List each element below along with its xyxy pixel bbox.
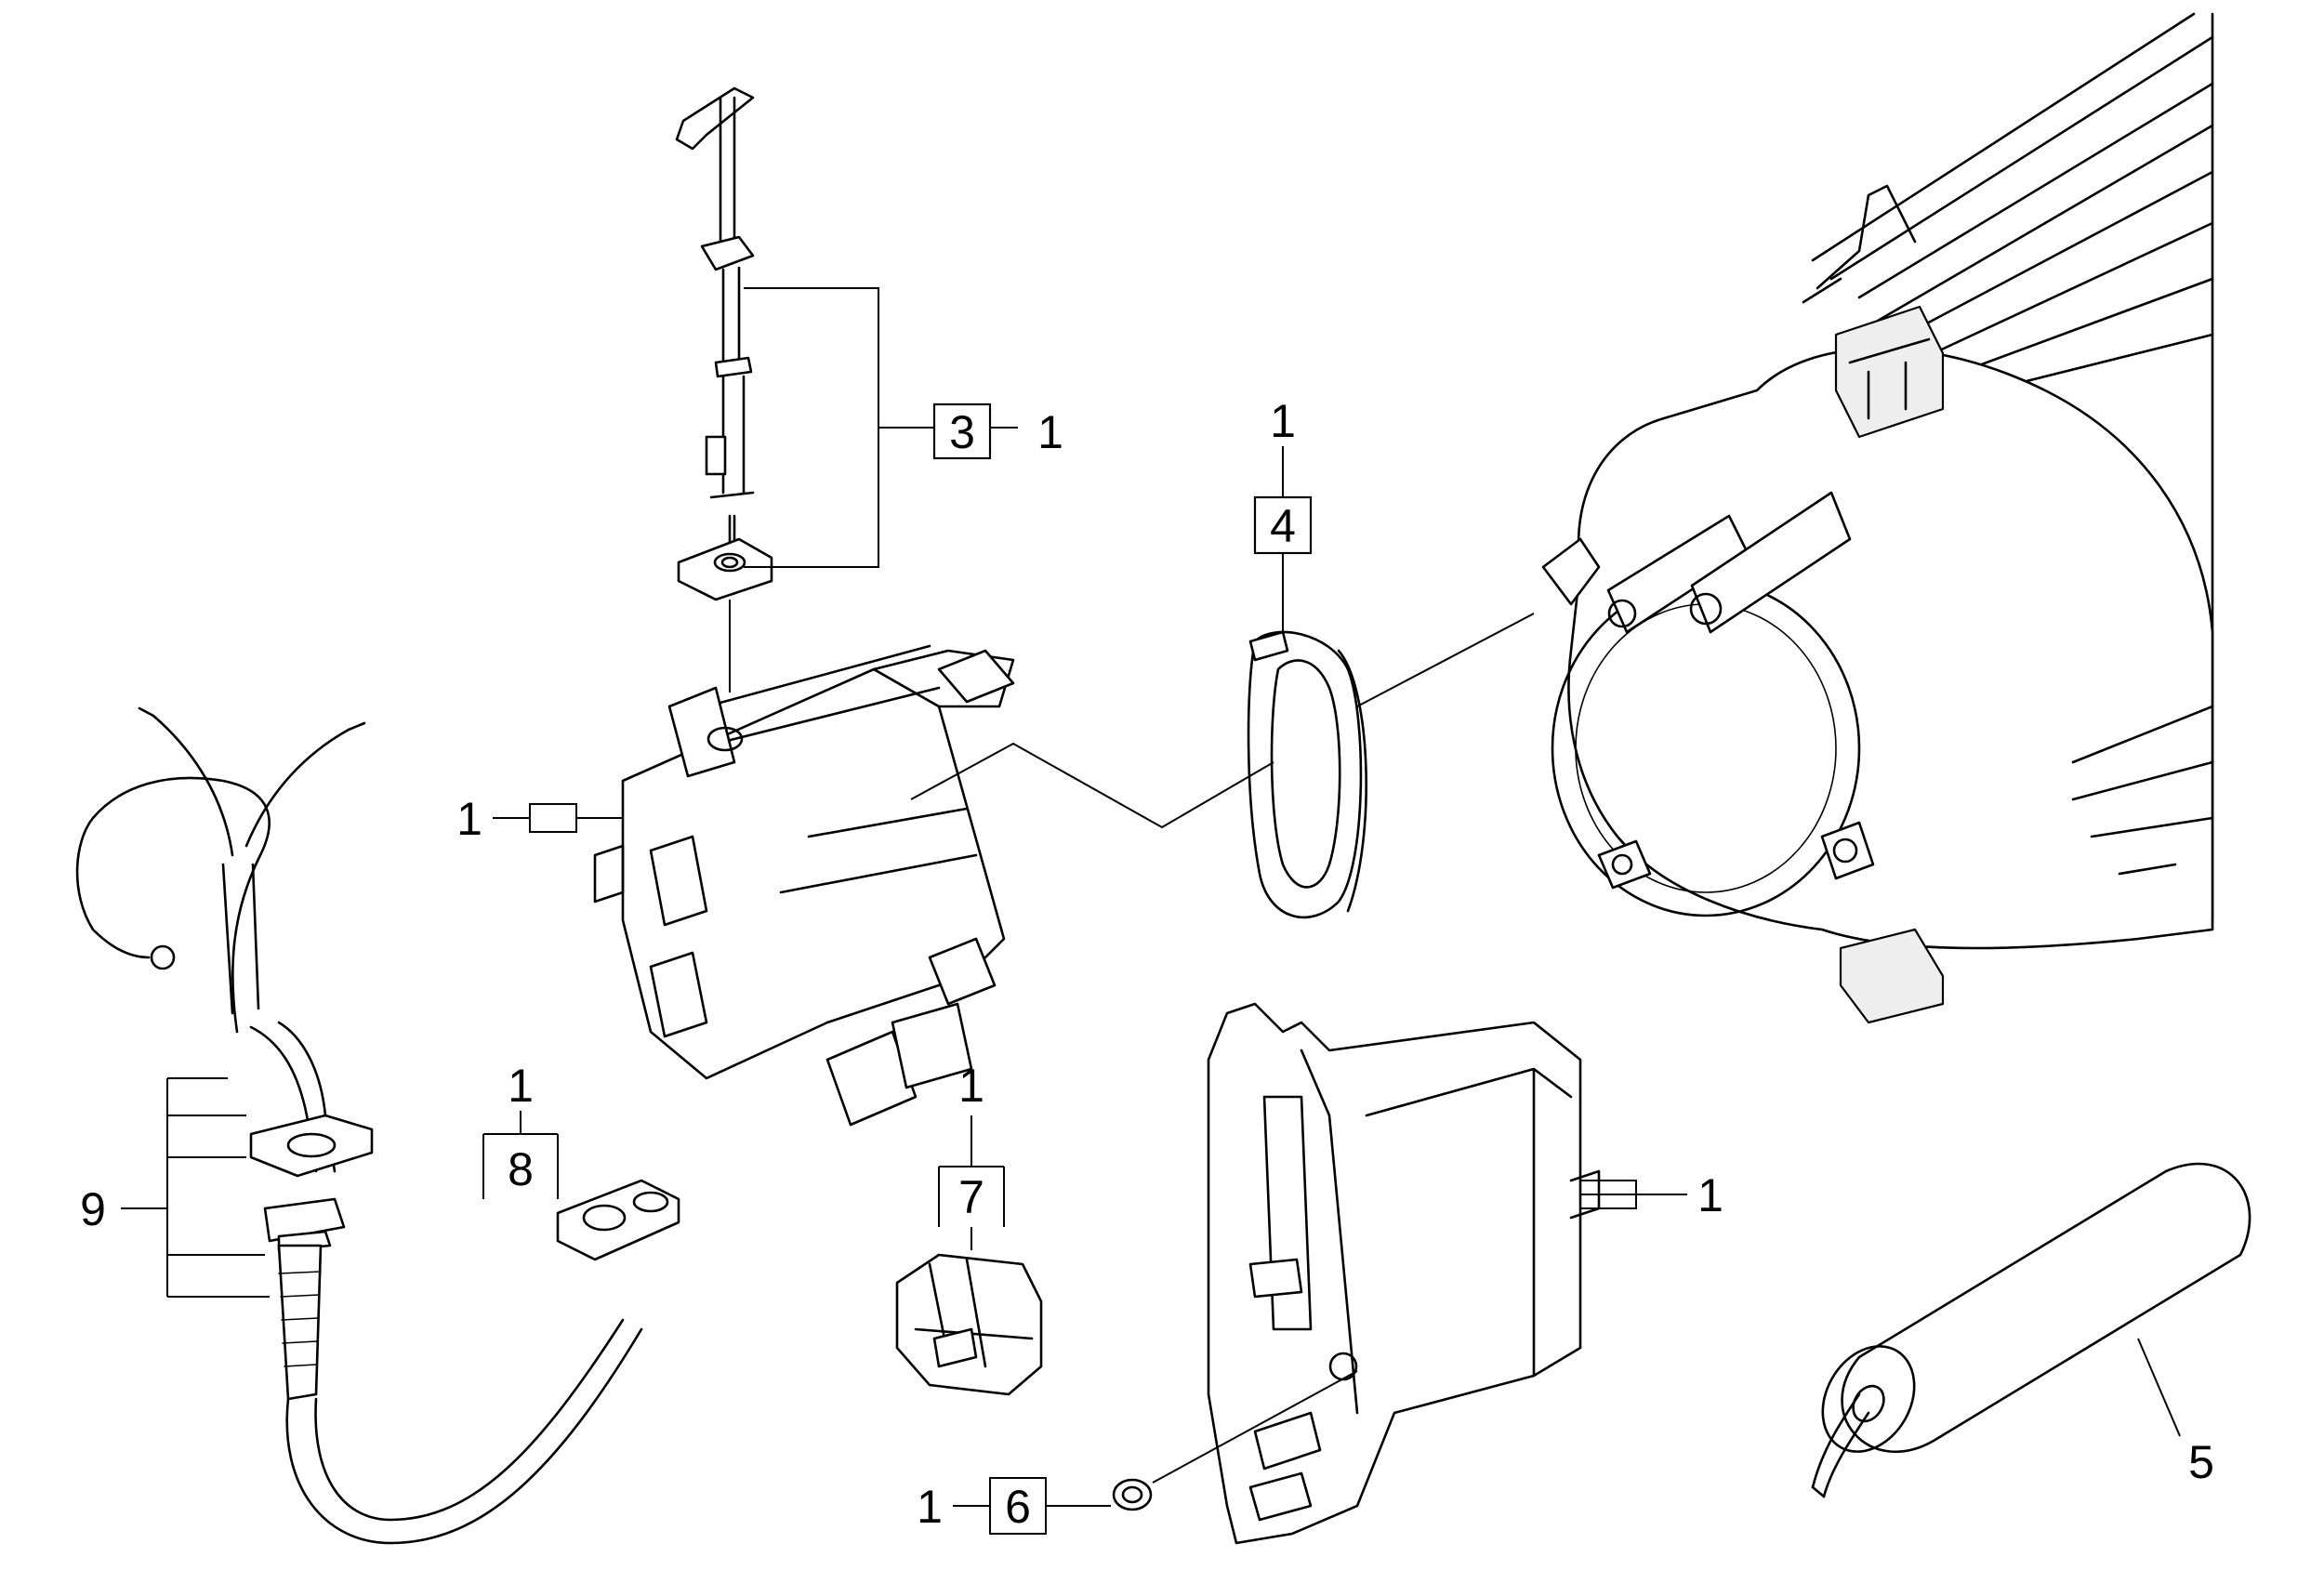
callout-quantity: 1 bbox=[508, 1060, 534, 1112]
callout-box bbox=[1253, 495, 1313, 555]
callout-quantity: 1 bbox=[1270, 395, 1296, 447]
callout-item-number: 5 bbox=[2188, 1436, 2214, 1488]
callout-item-number: 8 bbox=[508, 1143, 534, 1195]
callout-item-3: 3 1 bbox=[932, 402, 1063, 460]
callout-quantity: 1 bbox=[456, 793, 482, 845]
callout-item-number: 3 bbox=[949, 406, 975, 458]
callout-item-number: 7 bbox=[958, 1171, 984, 1223]
callout-quantity: 1 bbox=[958, 1060, 984, 1112]
callout-quantity: 1 bbox=[1697, 1169, 1723, 1221]
part-1-pump-shroud bbox=[593, 644, 1015, 1127]
part-6-ring bbox=[1112, 1478, 1153, 1511]
part-7-bracket bbox=[895, 1253, 1043, 1396]
callout-item-9: 9 bbox=[80, 1183, 106, 1235]
callout-item-4: 1 4 bbox=[1253, 395, 1313, 555]
callout-item-5: 5 bbox=[2188, 1436, 2214, 1488]
callout-item-8: 1 8 bbox=[508, 1060, 534, 1195]
part-1-switch-box bbox=[1207, 1002, 1601, 1545]
part-4-gasket-ring bbox=[1247, 630, 1367, 918]
callout-box bbox=[932, 402, 992, 460]
callout-item-number: 6 bbox=[1005, 1481, 1031, 1533]
motor-housing bbox=[1541, 12, 2214, 1024]
part-5-capacitor bbox=[1811, 1162, 2251, 1498]
callout-shroud: 1 bbox=[456, 793, 482, 845]
part-9-cable-grommet bbox=[75, 706, 643, 1545]
part-3-pin-assembly bbox=[675, 86, 773, 601]
leader-lines bbox=[121, 287, 2181, 1535]
callout-item-7: 1 7 bbox=[958, 1060, 984, 1223]
part-8-plate bbox=[556, 1179, 680, 1261]
callout-item-number: 9 bbox=[80, 1183, 106, 1235]
callout-quantity: 1 bbox=[917, 1481, 943, 1533]
callout-switch-box: 1 bbox=[1697, 1169, 1723, 1221]
callout-quantity: 1 bbox=[1037, 406, 1063, 458]
callout-item-6: 1 6 bbox=[917, 1481, 1031, 1533]
callout-item-number: 4 bbox=[1270, 500, 1296, 552]
